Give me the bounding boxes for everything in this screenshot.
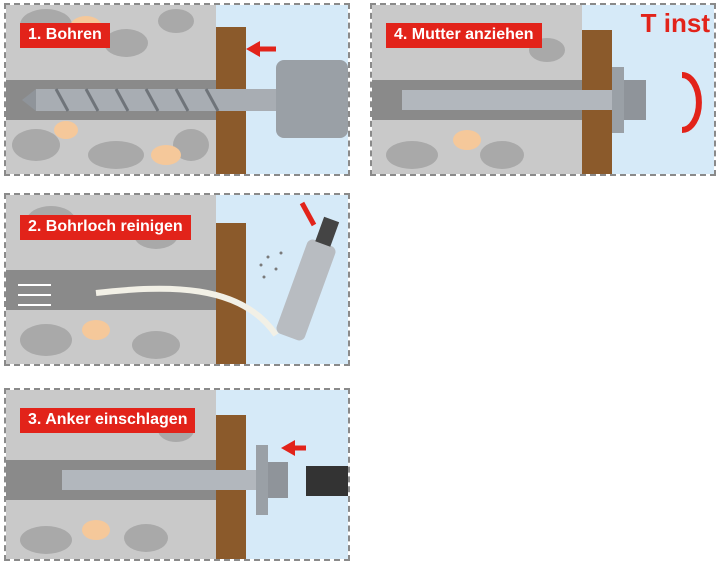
blow-out-pump bbox=[276, 216, 340, 341]
anchor-bolt bbox=[62, 470, 262, 490]
step-label: 3. Anker einschlagen bbox=[20, 408, 196, 433]
torque-label: T inst bbox=[640, 8, 710, 38]
drilling-illustration bbox=[6, 5, 348, 174]
step-panel-anchor: 3. Anker einschlagen bbox=[4, 388, 350, 561]
rotate-arrow-icon bbox=[681, 72, 702, 133]
washer bbox=[612, 67, 624, 133]
anchor-bolt bbox=[402, 90, 642, 110]
nut bbox=[268, 462, 288, 498]
nut bbox=[624, 80, 646, 120]
washer bbox=[256, 445, 268, 515]
step-label: 4. Mutter anziehen bbox=[386, 23, 542, 48]
blow-tube bbox=[95, 285, 279, 337]
step-panel-drilling: 1. Bohren bbox=[4, 3, 350, 176]
step-panel-tighten: 4. Mutter anziehen T inst bbox=[370, 3, 716, 176]
step-label: 1. Bohren bbox=[20, 23, 110, 48]
drill-chuck bbox=[276, 60, 348, 138]
airflow-arrows-icon bbox=[18, 284, 51, 306]
hammer bbox=[306, 466, 348, 496]
step-label: 2. Bohrloch reinigen bbox=[20, 215, 191, 240]
step-panel-cleaning: 2. Bohrloch reinigen bbox=[4, 193, 350, 366]
pump-arrow-icon bbox=[299, 201, 317, 227]
